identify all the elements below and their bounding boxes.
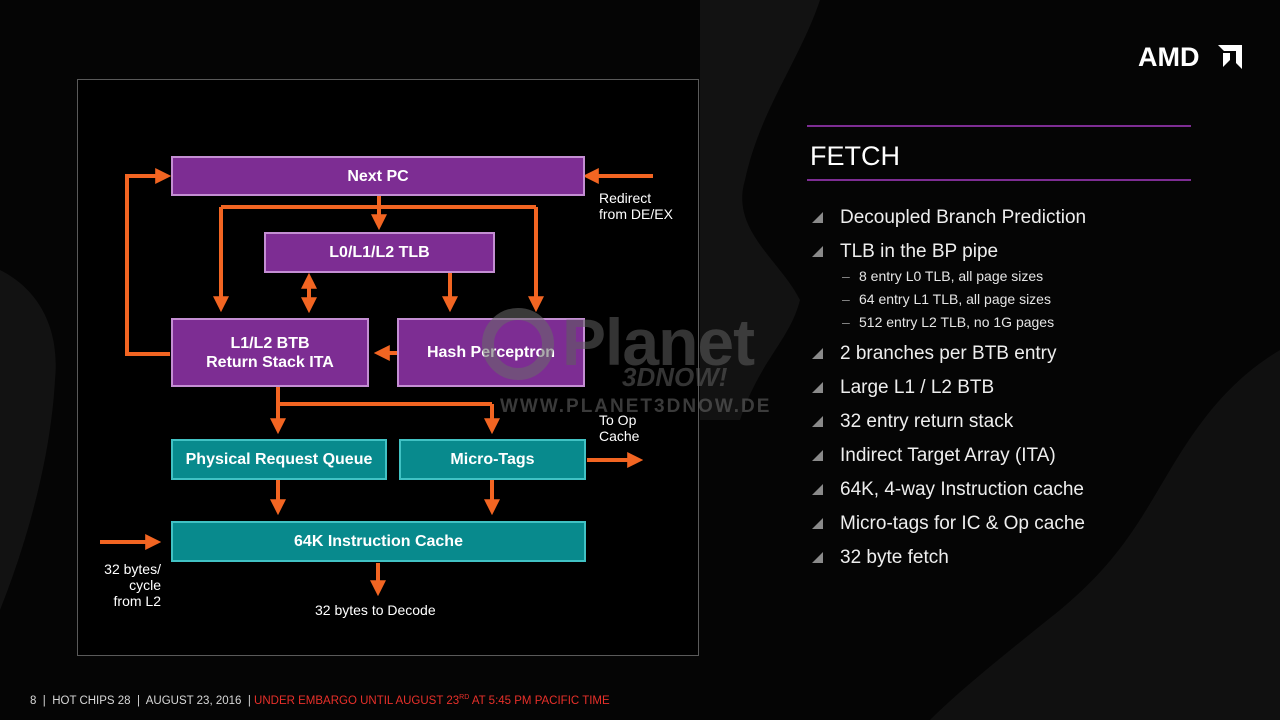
- decode-output-text: 32 bytes to Decode: [315, 602, 436, 618]
- diagram-arrows: [100, 168, 653, 597]
- list-item: 64K, 4-way Instruction cache: [812, 478, 1252, 512]
- instruction-cache-box: 64K Instruction Cache: [171, 521, 586, 562]
- slide-footer: 8 | HOT CHIPS 28 | AUGUST 23, 2016 | UND…: [30, 694, 610, 708]
- hash-perceptron-label: Hash Perceptron: [426, 344, 556, 361]
- bullet-triangle-icon: [812, 518, 823, 529]
- bullet-triangle-icon: [812, 416, 823, 427]
- dash-icon: –: [842, 314, 850, 330]
- bullet-triangle-icon: [812, 212, 823, 223]
- fetch-diagram: Next PC L0/L1/L2 TLB L1/L2 BTB Return St…: [77, 79, 699, 656]
- list-item: 2 branches per BTB entry: [812, 342, 1252, 376]
- title-rule-bottom: [807, 179, 1191, 181]
- bullet-triangle-icon: [812, 552, 823, 563]
- amd-logo-text: AMD: [1138, 42, 1200, 72]
- bullet-triangle-icon: [812, 348, 823, 359]
- to-op-cache-label-line2: Cache: [599, 428, 640, 444]
- physical-request-queue-box: Physical Request Queue: [171, 439, 387, 480]
- feature-list: Decoupled Branch Prediction TLB in the B…: [812, 206, 1252, 580]
- physical-request-queue-label: Physical Request Queue: [185, 451, 373, 468]
- amd-arrow-icon: [1218, 45, 1242, 69]
- micro-tags-box: Micro-Tags: [399, 439, 586, 480]
- list-item: 32 byte fetch: [812, 546, 1252, 580]
- instruction-cache-label: 64K Instruction Cache: [294, 533, 463, 550]
- redirect-label-line1: Redirect: [599, 190, 652, 206]
- redirect-label: Redirect from DE/EX: [599, 190, 673, 222]
- panel-title: FETCH: [810, 141, 900, 171]
- footer-separator: |: [247, 695, 251, 707]
- btb-split: [276, 387, 492, 406]
- btb-box: L1/L2 BTB Return Stack ITA: [171, 318, 369, 387]
- list-item: Large L1 / L2 BTB: [812, 376, 1252, 410]
- dash-icon: –: [842, 268, 850, 284]
- l2-input-label-line2: cycle: [129, 577, 161, 593]
- loop-arrow: [125, 168, 172, 356]
- l2-input-label-line1: 32 bytes/: [104, 561, 161, 577]
- btb-label-line2: Return Stack ITA: [206, 353, 334, 371]
- page-number: 8: [30, 695, 37, 707]
- decode-output-label: 32 bytes to Decode: [315, 602, 436, 618]
- btb-label-line1: L1/L2 BTB: [230, 334, 310, 352]
- list-item: Decoupled Branch Prediction: [812, 206, 1252, 240]
- tlb-box: L0/L1/L2 TLB: [264, 232, 495, 273]
- amd-logo: AMD: [1138, 42, 1244, 72]
- l2-input-label: 32 bytes/ cycle from L2: [86, 561, 161, 609]
- list-item: TLB in the BP pipe: [812, 240, 1252, 268]
- embargo-notice: UNDER EMBARGO UNTIL AUGUST 23RD AT 5:45 …: [254, 694, 610, 707]
- title-rule-top: [807, 125, 1191, 127]
- dash-icon: –: [842, 291, 850, 307]
- sub-list-item: –512 entry L2 TLB, no 1G pages: [842, 314, 1055, 330]
- to-op-cache-label: To Op Cache: [599, 412, 639, 444]
- next-pc-box: Next PC: [171, 156, 585, 196]
- sub-list-item: –8 entry L0 TLB, all page sizes: [842, 268, 1044, 284]
- list-item: Indirect Target Array (ITA): [812, 444, 1252, 478]
- sub-list-item: –64 entry L1 TLB, all page sizes: [842, 291, 1051, 307]
- list-item: Micro-tags for IC & Op cache: [812, 512, 1252, 546]
- to-op-cache-label-line1: To Op: [599, 412, 637, 428]
- footer-separator: |: [42, 695, 46, 707]
- redirect-label-line2: from DE/EX: [599, 206, 673, 222]
- micro-tags-label: Micro-Tags: [450, 451, 535, 468]
- bullet-triangle-icon: [812, 246, 823, 257]
- event-date: AUGUST 23, 2016: [145, 695, 242, 707]
- hash-perceptron-box: Hash Perceptron: [397, 318, 585, 387]
- list-item: 32 entry return stack: [812, 410, 1252, 444]
- bullet-triangle-icon: [812, 450, 823, 461]
- event-name: HOT CHIPS 28: [52, 695, 131, 707]
- bullet-triangle-icon: [812, 382, 823, 393]
- next-pc-label: Next PC: [347, 167, 409, 185]
- footer-separator: |: [136, 695, 140, 707]
- l2-input-label-line3: from L2: [113, 593, 161, 609]
- tlb-label: L0/L1/L2 TLB: [329, 244, 430, 261]
- bullet-triangle-icon: [812, 484, 823, 495]
